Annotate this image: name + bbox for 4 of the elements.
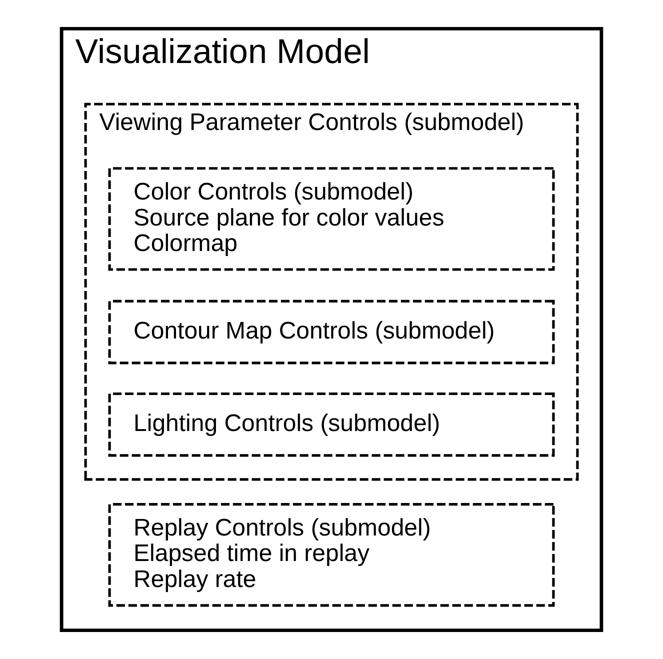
node-box: Contour Map Controls (submodel) xyxy=(108,300,555,364)
node-box: Color Controls (submodel) Source plane for color values Colormap xyxy=(108,167,555,271)
node-box: Lighting Controls (submodel) xyxy=(108,392,555,457)
node-box: Replay Controls (submodel) Elapsed time in replay Replay rate xyxy=(108,503,555,607)
